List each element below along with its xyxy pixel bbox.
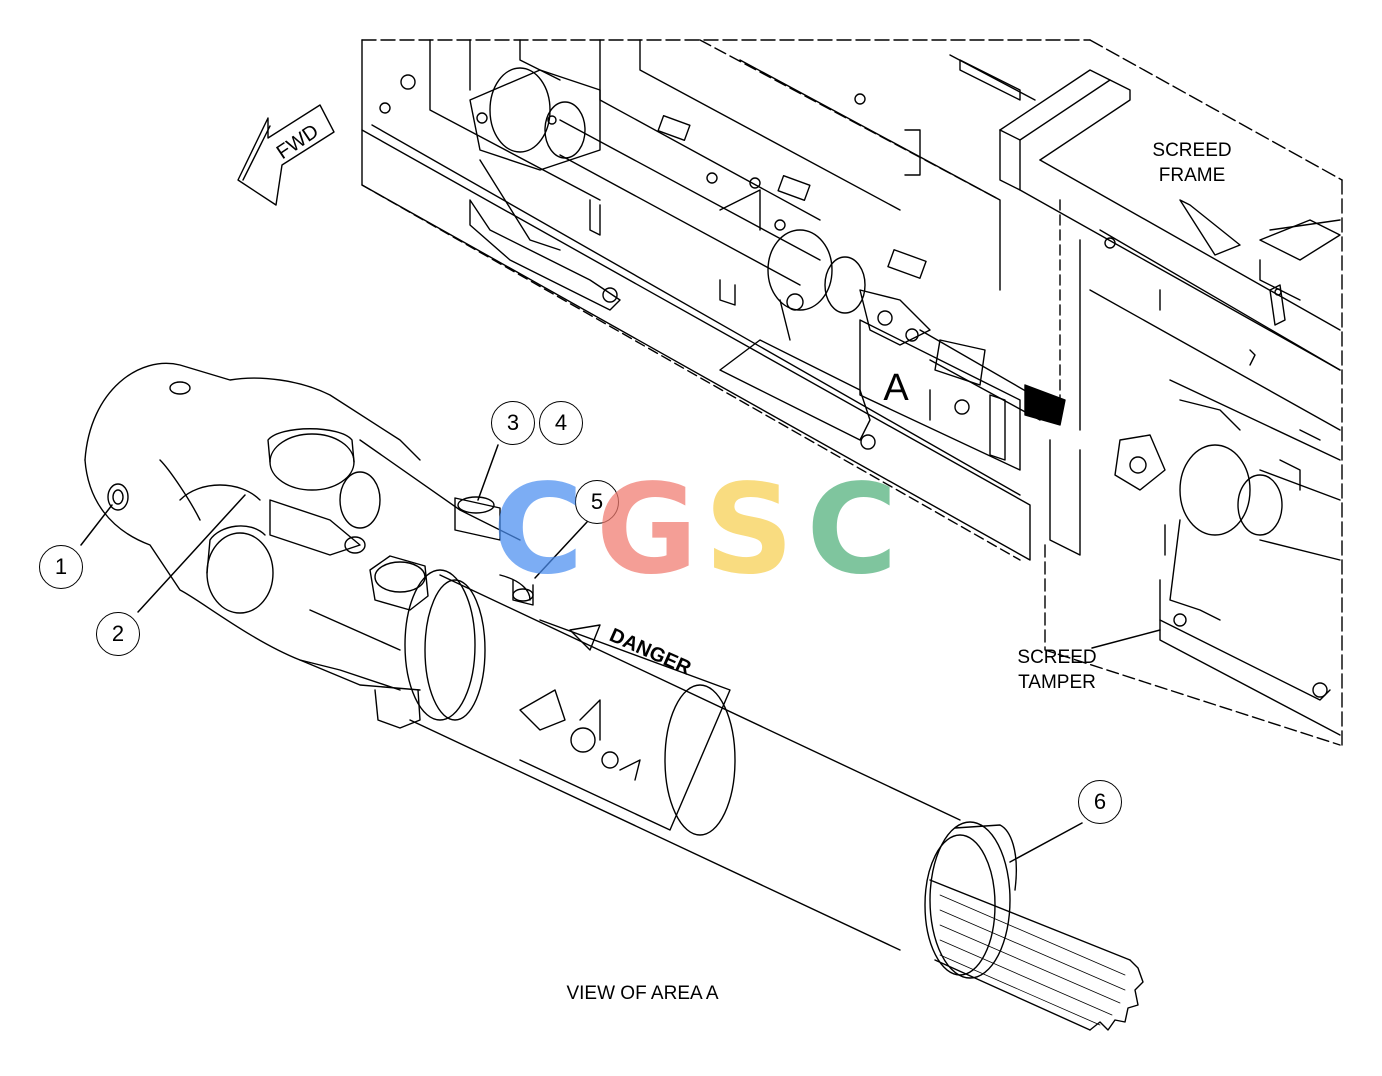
screed-tamper-line2: TAMPER xyxy=(1018,672,1096,693)
screed-frame-line1: SCREED xyxy=(1152,140,1232,161)
drive-shaft-assembly xyxy=(84,362,1144,1031)
left-bearing-housing xyxy=(469,67,621,311)
screed-frame-line2: FRAME xyxy=(1158,165,1226,186)
view-caption: VIEW OF AREA A xyxy=(566,983,719,1004)
callout-2: 2 xyxy=(96,612,140,656)
callout-3: 3 xyxy=(491,401,535,445)
screed-tamper-label: SCREED TAMPER xyxy=(982,645,1132,695)
callout-1: 1 xyxy=(39,545,83,589)
area-a-marker: A xyxy=(883,367,909,409)
right-bearing-housing xyxy=(1114,434,1341,621)
leader-lines xyxy=(80,444,1161,863)
callout-6: 6 xyxy=(1078,780,1122,824)
forward-arrow xyxy=(237,104,335,206)
callout-4: 4 xyxy=(539,401,583,445)
screed-frame-assembly xyxy=(361,39,1343,746)
screed-frame-label: SCREED FRAME xyxy=(1130,138,1254,188)
upper-drive-shaft xyxy=(559,119,1066,441)
screed-tamper-line1: SCREED xyxy=(1017,647,1097,668)
callout-5: 5 xyxy=(575,480,619,524)
